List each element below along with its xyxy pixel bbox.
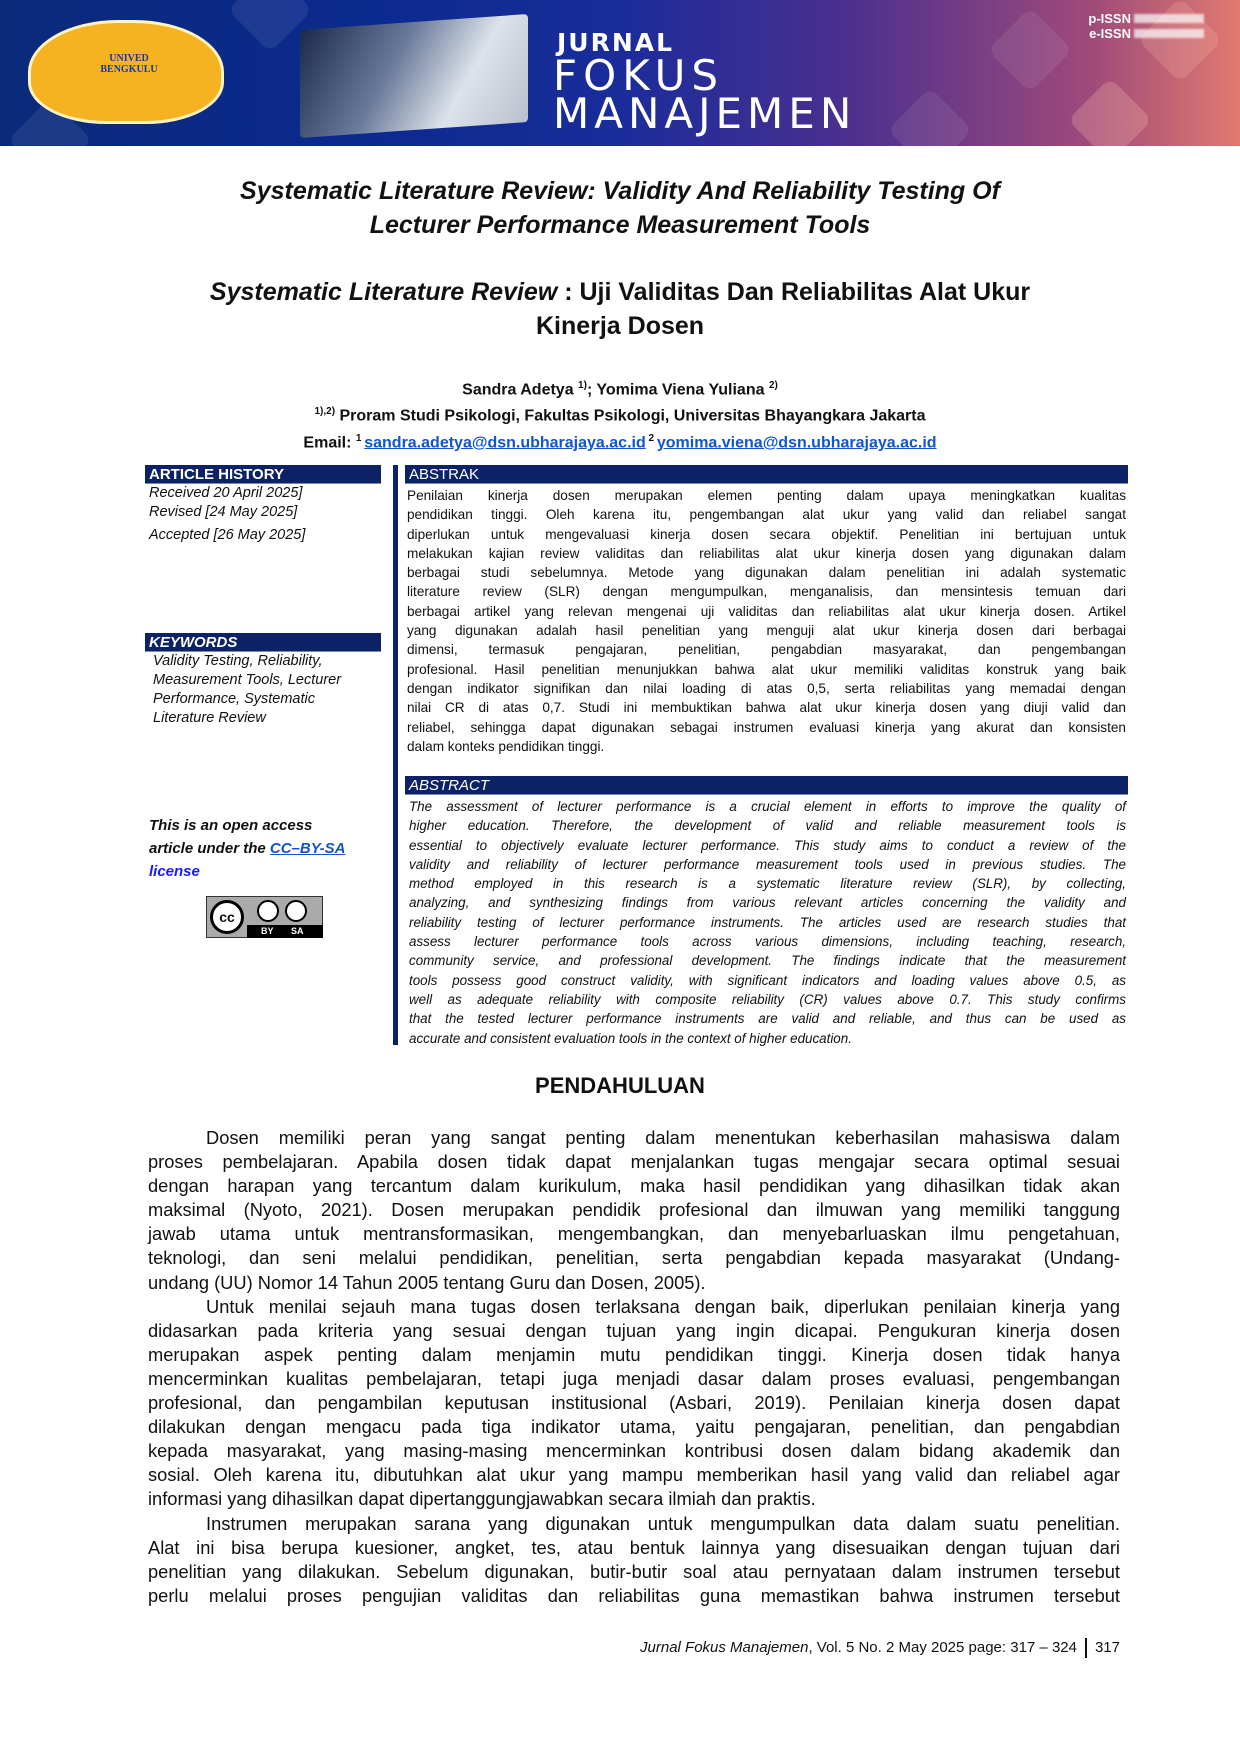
text-line: penelitian yang dilakukan. Sebelum digun… [148, 1560, 1120, 1582]
text-line: pendidikan tinggi. Oleh karena itu, peng… [407, 507, 1126, 523]
text-line: dengan harapan yang tercantum dalam kuri… [148, 1175, 1120, 1197]
text-line: Penilaian kinerja dosen merupakan elemen… [407, 488, 1126, 503]
text-line: profesional. Hasil penelitian menunjukka… [407, 661, 1126, 677]
text-line: didasarkan pada kriteria yang sesuai den… [148, 1319, 1120, 1341]
cc-icon: cc [210, 900, 244, 934]
text-line: well as adequate reliability with compos… [409, 991, 1126, 1007]
abstract-section: ABSTRACT The assessment of lecturer perf… [405, 776, 1128, 1048]
text-line: dimensi, termasuk pengajaran, penelitian… [407, 642, 1126, 658]
email-link-1[interactable]: sandra.adetya@dsn.ubharajaya.ac.id [364, 433, 646, 451]
text-line: reliabel, sehingga dapat digunakan sebag… [407, 719, 1126, 735]
text-line: undang (UU) Nomor 14 Tahun 2005 tentang … [148, 1271, 706, 1293]
text-line: nilai CR di atas 0,7. Studi ini membukti… [407, 700, 1126, 716]
text-line: dalam konteks pendidikan tinggi. [407, 738, 605, 754]
abstrak-section: ABSTRAK Penilaian kinerja dosen merupaka… [405, 465, 1128, 756]
text-line: reliability testing of lecturer performa… [409, 914, 1126, 930]
title-english: Systematic Literature Review: Validity A… [240, 177, 1000, 239]
section-heading: PENDAHULUAN [535, 1073, 705, 1098]
text-line: sosial. Oleh karena itu, dibutuhkan alat… [148, 1464, 1120, 1486]
text-line: assess lecturer performance tools across… [409, 934, 1126, 950]
text-line: essential to objectively evaluate lectur… [409, 837, 1126, 853]
body-text: Dosen memiliki peran yang sangat penting… [148, 1126, 1120, 1608]
paragraph: Dosen memiliki peran yang sangat penting… [148, 1126, 1120, 1295]
text-line: validity and reliability of lecturer per… [409, 856, 1126, 872]
text-line: proses pembelajaran. Apabila dosen tidak… [148, 1151, 1120, 1173]
title-indonesian: Systematic Literature Review : Uji Valid… [209, 278, 1031, 340]
text-line: Dosen memiliki peran yang sangat penting… [206, 1127, 1120, 1148]
column-divider [393, 465, 398, 1045]
text-line: method employed in this research is a sy… [409, 876, 1126, 892]
paragraph: Untuk menilai sejauh mana tugas dosen te… [148, 1295, 1120, 1512]
text-line: Instrumen merupakan sarana yang digunaka… [206, 1512, 1120, 1534]
university-logo: UNIVED BENGKULU [28, 20, 224, 124]
text-line: yang digunakan adalah hasil penelitian y… [407, 623, 1126, 639]
text-line: Untuk menilai sejauh mana tugas dosen te… [206, 1295, 1120, 1317]
email-link-2[interactable]: yomima.viena@dsn.ubharajaya.ac.id [656, 433, 937, 451]
keywords: KEYWORDS Validity Testing, Reliability,M… [145, 633, 381, 728]
journal-banner: UNIVED BENGKULU JURNAL FOKUS MANAJEMEN p… [0, 0, 1240, 146]
share-alike-icon [285, 900, 307, 922]
e-issn: e-ISSN [1089, 26, 1204, 41]
text-line: community service, and professional deve… [409, 953, 1126, 969]
banner-photo [300, 14, 528, 138]
authors: Sandra Adetya 1); Yomima Viena Yuliana 2… [0, 375, 1240, 454]
text-line: diperlukan untuk mengevaluasi kinerja do… [407, 526, 1126, 542]
text-line: informasi yang dihasilkan dapat dipertan… [148, 1488, 816, 1510]
text-line: melakukan kajian review validitas dan re… [407, 545, 1126, 561]
text-line: profesional, dan pengambilan keputusan i… [148, 1392, 1120, 1414]
page-number: 317 [1094, 1639, 1120, 1656]
license-word-link[interactable]: license [149, 863, 200, 880]
paragraph: Instrumen merupakan sarana yang digunaka… [148, 1512, 1120, 1608]
text-line: berbagai artikel yang relevan mengenai u… [407, 603, 1126, 619]
text-line: jawab utama untuk mentransformasikan, me… [148, 1223, 1120, 1245]
p-issn: p-ISSN [1088, 11, 1204, 26]
text-line: dilakukan dengan mengacu pada tiga indik… [148, 1416, 1120, 1438]
text-line: mencerminkan kualitas pembelajaran, teta… [148, 1367, 1120, 1389]
article-history: ARTICLE HISTORY Received 20 April 2025] … [145, 465, 381, 545]
text-line: teknologi, dan seni melalui pendidikan, … [148, 1247, 1120, 1269]
text-line: Alat ini bisa berupa kuesioner, angket, … [148, 1536, 1120, 1558]
text-line: analyzing, and synthesizing findings fro… [409, 895, 1126, 911]
text-line: accurate and consistent evaluation tools… [409, 1030, 852, 1046]
text-line: berbagai studi sebelumnya. Metode yang d… [407, 565, 1126, 581]
text-line: maksimal (Nyoto, 2021). Dosen merupakan … [148, 1199, 1120, 1221]
text-line: that the tested lecturer performance ins… [409, 1011, 1126, 1027]
affiliation: 1),2) Proram Studi Psikologi, Fakultas P… [314, 406, 926, 425]
journal-name-line1: JURNAL [557, 28, 675, 57]
text-line: kepada masyarakat, yang masing-masing me… [148, 1440, 1120, 1462]
text-line: The assessment of lecturer performance i… [409, 799, 1126, 814]
text-line: perlu melalui proses pengujian validitas… [148, 1584, 1120, 1606]
emails: Email: 1 sandra.adetya@dsn.ubharajaya.ac… [303, 432, 937, 451]
journal-name-line2: FOKUS [553, 51, 725, 100]
text-line: dengan indikator signifikan dan nilai lo… [407, 680, 1126, 696]
text-line: tools possess good construct validity, w… [409, 972, 1126, 988]
attribution-icon [257, 900, 279, 922]
text-line: higher education. Therefore, the develop… [409, 818, 1126, 834]
license-link[interactable]: CC–BY-SA [269, 840, 346, 857]
journal-name-line3: MANAJEMEN [553, 89, 857, 138]
text-line: merupakan aspek penting dalam menjamin m… [148, 1343, 1120, 1365]
page-footer: Jurnal Fokus Manajemen, Vol. 5 No. 2 May… [640, 1638, 1120, 1659]
open-access-note: This is an open access article under the… [149, 817, 346, 880]
text-line: literature review (SLR) dengan mengumpul… [407, 584, 1126, 600]
